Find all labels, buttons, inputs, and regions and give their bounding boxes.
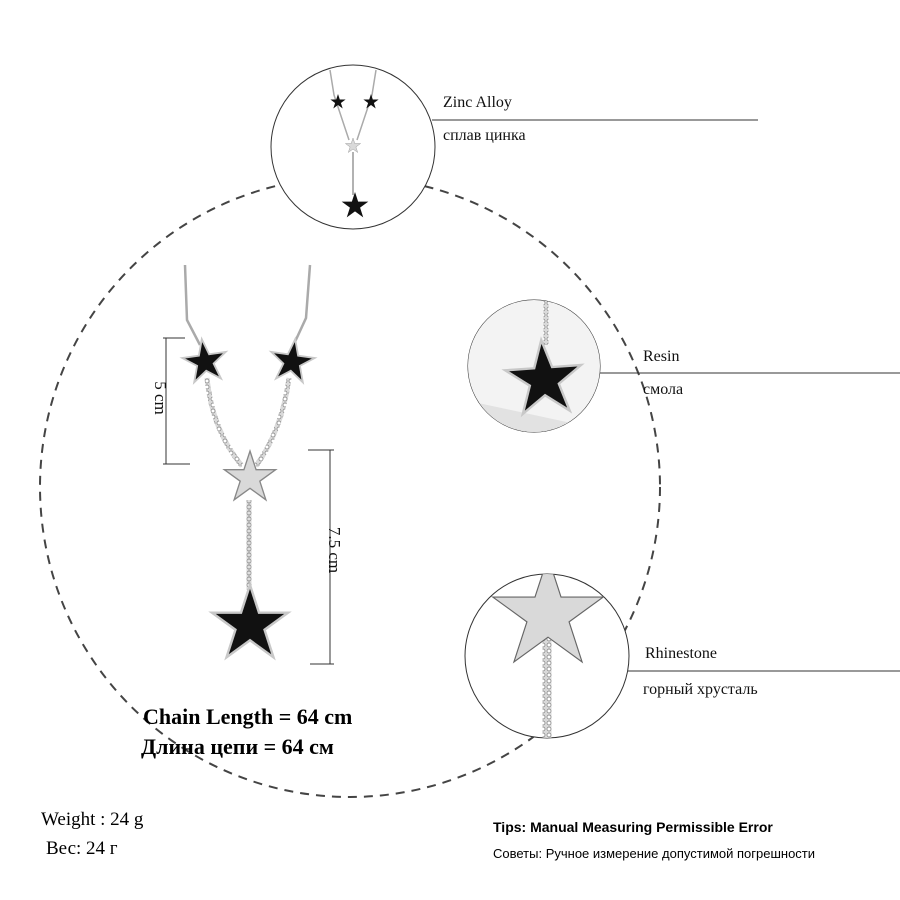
detail-resin (468, 300, 600, 432)
rhinestone-label: Rhinestone (645, 645, 717, 662)
detail-rhinestone (493, 557, 603, 738)
dimension-7-5cm (308, 449, 334, 665)
resin-label: Resin (643, 348, 680, 365)
tips-ru: Советы: Ручное измерение допустимой погр… (493, 846, 816, 861)
resin-label-ru: смола (643, 381, 684, 398)
dimension-7-5cm-label: 7.5 cm (325, 526, 344, 574)
detail-zinc-alloy (329, 69, 379, 218)
tips-en: Tips: Manual Measuring Permissible Error (493, 819, 773, 835)
black-star-pendant (212, 585, 288, 657)
zinc-alloy-label-ru: сплав цинка (443, 127, 526, 144)
zinc-alloy-label: Zinc Alloy (443, 94, 512, 111)
dimension-5cm (163, 337, 190, 465)
dimension-5cm-label: 5 cm (151, 381, 170, 415)
weight-ru: Вес: 24 г (46, 838, 118, 859)
weight-en: Weight : 24 g (41, 809, 144, 830)
chain-length-en: Chain Length = 64 cm (143, 704, 353, 729)
chain-length-ru: Длина цепи = 64 см (141, 734, 334, 759)
black-star-right (268, 336, 317, 383)
necklace-main (180, 264, 317, 657)
rhinestone-label-ru: горный хрусталь (643, 681, 758, 698)
rhinestone-star-center (224, 451, 275, 500)
black-star-left (180, 336, 229, 383)
